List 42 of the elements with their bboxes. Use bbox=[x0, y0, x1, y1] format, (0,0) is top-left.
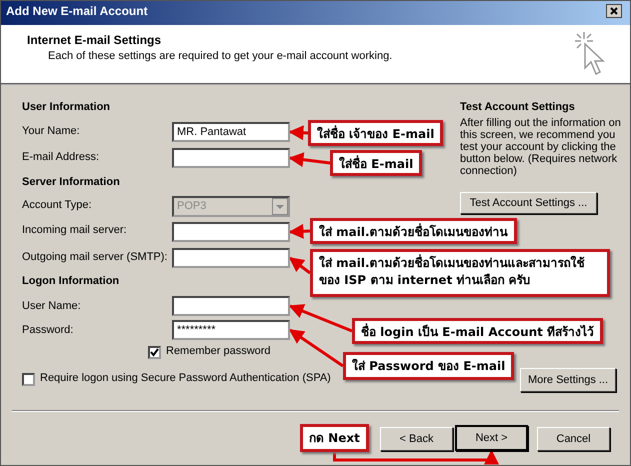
input-field bbox=[172, 296, 290, 316]
arrow bbox=[288, 125, 308, 140]
checkbox-label: Require logon using Secure Password Authentication (SPA) bbox=[40, 372, 331, 386]
field-label: Incoming mail server: bbox=[22, 224, 128, 236]
checkbox-label: Remember password bbox=[166, 345, 271, 359]
input-field bbox=[172, 148, 290, 168]
help-text: After filling out the information on this screen, we recommend you test your account by clicking the button below. (Requires network connection) bbox=[460, 117, 622, 177]
next-button: Next > bbox=[455, 425, 528, 451]
field-label: Your Name: bbox=[22, 125, 81, 137]
field-label: User Name: bbox=[22, 300, 82, 312]
back-button: < Back bbox=[380, 427, 453, 451]
arrow bbox=[288, 224, 310, 239]
section-heading: Server Information bbox=[22, 176, 120, 188]
section-heading: Logon Information bbox=[22, 275, 120, 287]
callout-box: ใส่ mail.ตามด้วยชื่อโดเมนของท่านและสามารถใช้ของ ISP ตาม internet ท่านเลือก ครับ bbox=[310, 249, 610, 297]
input-field bbox=[172, 248, 290, 268]
field-label: Outgoing mail server (SMTP): bbox=[22, 251, 168, 263]
callout-box: ใส่ Password ของ E-mail bbox=[343, 352, 514, 380]
window-title: Add New E-mail Account bbox=[6, 4, 149, 20]
callout-box: ใส่ mail.ตามด้วยชื่อโดเมนของท่าน bbox=[310, 218, 517, 244]
field-label: E-mail Address: bbox=[22, 151, 100, 163]
callout-box: ใส่ชื่อ E-mail bbox=[330, 150, 422, 176]
arrow bbox=[288, 328, 344, 368]
header-subtitle: Each of these settings are required to get your e-mail account working. bbox=[48, 50, 392, 62]
more-settings-button: More Settings ... bbox=[520, 368, 616, 392]
cancel-button: Cancel bbox=[537, 427, 610, 451]
arrow bbox=[288, 304, 353, 332]
arrow bbox=[288, 256, 311, 274]
field-label: Password: bbox=[22, 324, 74, 336]
arrow bbox=[288, 152, 330, 168]
callout-box: กด Next bbox=[300, 424, 369, 452]
section-heading: Test Account Settings bbox=[460, 101, 575, 113]
header-title: Internet E-mail Settings bbox=[27, 33, 162, 47]
callout-box: ชื่อ login เป็น E-mail Account ทีสร้างไว้ bbox=[352, 318, 604, 344]
field-label: Account Type: bbox=[22, 199, 93, 211]
callout-box: ใส่ชื่อ เจ้าของ E-mail bbox=[308, 120, 444, 146]
input-field bbox=[172, 222, 290, 242]
test-settings-button: Test Account Settings ... bbox=[460, 192, 597, 214]
input-field: MR. Pantawat bbox=[172, 122, 290, 142]
section-heading: User Information bbox=[22, 101, 110, 113]
arrow bbox=[333, 450, 499, 464]
input-field: ********* bbox=[172, 320, 290, 340]
